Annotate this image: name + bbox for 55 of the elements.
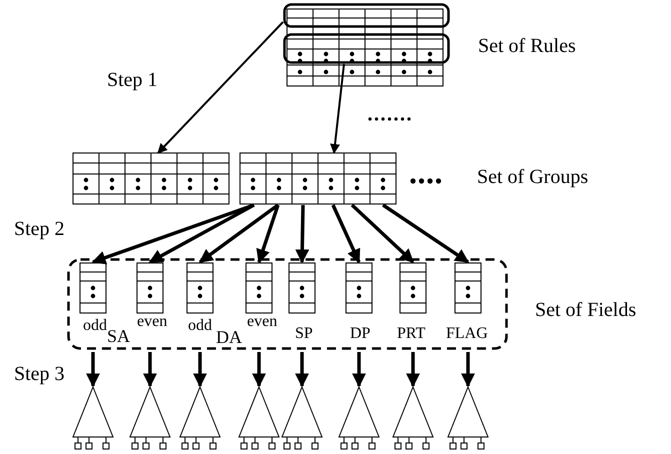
annotation-label: DA [216, 328, 242, 346]
field-label: even [247, 314, 278, 330]
arrow [350, 204, 414, 264]
tree-triangle [392, 386, 434, 452]
arrow [295, 204, 310, 264]
annotation-label: SA [107, 327, 130, 345]
table-grid [246, 263, 272, 313]
field-label: DP [350, 326, 370, 342]
field-label: even [137, 314, 168, 330]
arrow [352, 352, 366, 388]
table-grid [289, 263, 315, 313]
tree-triangle [281, 386, 323, 452]
arrow [382, 204, 470, 264]
tree-triangle [179, 386, 221, 452]
table-grid [346, 263, 372, 313]
field-label: odd [188, 318, 212, 334]
table-grid [400, 263, 426, 313]
arrow [86, 352, 100, 388]
field-label: SP [295, 326, 313, 342]
field-label: PRT [397, 326, 426, 342]
table-grid [73, 153, 229, 204]
arrow [198, 204, 280, 264]
annotation-label: Set of Rules [478, 36, 576, 56]
tree-triangle [447, 386, 489, 452]
field-label: odd [83, 318, 107, 334]
tree-triangle [129, 386, 171, 452]
arrow [331, 204, 361, 264]
arrow [256, 204, 280, 264]
table-grid [455, 263, 481, 313]
annotation-label: Step 3 [14, 364, 65, 384]
arrow [330, 64, 345, 154]
annotation-label: Set of Fields [535, 300, 636, 320]
table-grid [80, 263, 106, 313]
table-grid [240, 153, 396, 204]
rounded-frame [283, 33, 450, 64]
table-grid [187, 263, 213, 313]
arrow [252, 352, 266, 388]
field-label: FLAG [446, 326, 488, 342]
rounded-frame [67, 258, 508, 350]
arrow [461, 352, 475, 388]
arrow [157, 21, 284, 154]
tree-triangle [338, 386, 380, 452]
tree-triangle [72, 386, 114, 452]
annotation-label: Set of Groups [477, 167, 588, 187]
annotation-label: Step 1 [107, 70, 158, 90]
table-grid [283, 3, 450, 87]
arrow [143, 352, 157, 388]
rounded-frame [283, 3, 450, 28]
table-grid [137, 263, 163, 313]
arrow [295, 352, 309, 388]
arrow [193, 352, 207, 388]
arrow [406, 352, 420, 388]
arrow [148, 203, 255, 264]
tree-triangle [238, 386, 280, 452]
annotation-label: Step 2 [14, 219, 65, 239]
